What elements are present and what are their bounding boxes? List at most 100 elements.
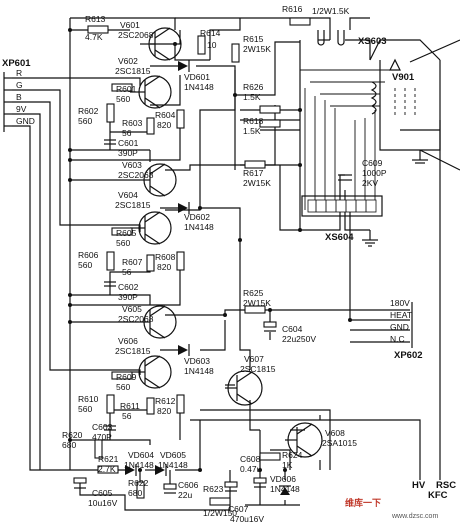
r623-value: 1/2W150 (203, 508, 237, 518)
r623-ref: R623 (203, 484, 224, 494)
labels: R613 4.7K V601 2SC2068 R614 10 R616 1/2W… (2, 4, 456, 524)
v608-part: 2SA1015 (322, 438, 357, 448)
c607-value: 470u16V (230, 514, 264, 524)
r606-ref: R606 (78, 250, 99, 260)
c606-ref: C606 (178, 480, 199, 490)
v605-part: 2SC2068 (118, 314, 154, 324)
r613-ref: R613 (85, 14, 106, 24)
r609-value: 560 (116, 382, 130, 392)
r604-ref: R604 (155, 110, 176, 120)
xp602-pin-gnd: GND (390, 322, 409, 332)
label-rsc: RSC (436, 480, 456, 491)
c605-ref: C605 (92, 488, 113, 498)
v603-ref: V603 (122, 160, 142, 170)
vd606-part: 1N4148 (270, 484, 300, 494)
socket-xs604 (301, 195, 383, 217)
r602-ref: R602 (78, 106, 99, 116)
label-kfc: KFC (428, 490, 448, 501)
r601-value: 560 (116, 94, 130, 104)
capacitors (73, 139, 352, 494)
resistors (87, 17, 311, 506)
r602-value: 560 (78, 116, 92, 126)
v606-part: 2SC1815 (115, 346, 151, 356)
v604-ref: V604 (118, 190, 138, 200)
vd605-part: 1N4148 (158, 460, 188, 470)
c609-ref: C609 (362, 158, 383, 168)
diodes (125, 60, 291, 495)
v608-ref: V608 (325, 428, 345, 438)
vd601-part: 1N4148 (184, 82, 214, 92)
vd603-part: 1N4148 (184, 366, 214, 376)
r625-value: 2W15K (243, 298, 271, 308)
xp601-ref: XP601 (2, 58, 31, 69)
vd606-ref: VD606 (270, 474, 296, 484)
r611-value: 56 (122, 411, 132, 421)
c608-ref: C608 (240, 454, 261, 464)
transistor-v607 (225, 370, 263, 406)
r624-value: 1K (282, 460, 293, 470)
r620-value: 680 (62, 440, 76, 450)
v602-ref: V602 (118, 56, 138, 66)
r626-ref: R626 (243, 82, 264, 92)
c603-value: 470P (92, 432, 112, 442)
c601-ref: C601 (118, 138, 139, 148)
v601-ref: V601 (120, 20, 140, 30)
transistor-v606 (130, 355, 172, 389)
v604-part: 2SC1815 (115, 200, 151, 210)
xp601-pin-9v: 9V (16, 104, 27, 114)
transistor-v602 (130, 75, 172, 109)
r621-value: 2.7K (98, 464, 116, 474)
r613-value: 4.7K (85, 32, 103, 42)
c602-ref: C602 (118, 282, 139, 292)
r604-value: 820 (157, 120, 171, 130)
xp601-pin-gnd: GND (16, 116, 35, 126)
vd605-ref: VD605 (160, 450, 186, 460)
c604-value: 22u250V (282, 334, 316, 344)
r615-value: 2W15K (243, 44, 271, 54)
xp602-ref: XP602 (394, 350, 423, 361)
r608-value: 820 (157, 262, 171, 272)
junctions (68, 28, 352, 472)
r620-ref: R620 (62, 430, 83, 440)
r610-ref: R610 (78, 394, 99, 404)
r609-ref: R609 (116, 372, 137, 382)
r610-value: 560 (78, 404, 92, 414)
watermark-brand: 维库一下 (345, 497, 381, 508)
r618-ref: R618 (243, 116, 264, 126)
vd601-ref: VD601 (184, 72, 210, 82)
c603-ref: C603 (92, 422, 113, 432)
vd602-ref: VD602 (184, 212, 210, 222)
r622-ref: R622 (128, 478, 149, 488)
r606-value: 560 (78, 260, 92, 270)
r603-value: 56 (122, 128, 132, 138)
r603-ref: R603 (122, 118, 143, 128)
v901-ref: V901 (392, 72, 415, 83)
vd604-ref: VD604 (128, 450, 154, 460)
r608-ref: R608 (155, 252, 176, 262)
r615-ref: R615 (243, 34, 264, 44)
c605-value: 10u16V (88, 498, 118, 508)
r624-ref: R624 (282, 450, 303, 460)
r607-ref: R607 (122, 257, 143, 267)
c604-ref: C604 (282, 324, 303, 334)
xs604-ref: XS604 (325, 232, 354, 243)
r621-ref: R621 (98, 454, 119, 464)
r611-ref: R611 (120, 401, 140, 411)
r607-value: 56 (122, 267, 132, 277)
c607-ref: C607 (228, 504, 249, 514)
r616-ref: R616 (282, 4, 303, 14)
v607-part: 2SC1815 (240, 364, 276, 374)
r626-value: 1.5K (243, 92, 261, 102)
c608-value: 0.47u (240, 464, 262, 474)
xs603-ref: XS603 (358, 36, 387, 47)
transistor-v604 (130, 211, 172, 245)
v605-ref: V605 (122, 304, 142, 314)
socket-xs603 (317, 17, 370, 46)
xp601-pin-r: R (16, 68, 22, 78)
c601-value: 390P (118, 148, 138, 158)
c602-value: 390P (118, 292, 138, 302)
r605-value: 560 (116, 238, 130, 248)
r617-value: 2W15K (243, 178, 271, 188)
xp602-pin-180v: 180V (390, 298, 410, 308)
